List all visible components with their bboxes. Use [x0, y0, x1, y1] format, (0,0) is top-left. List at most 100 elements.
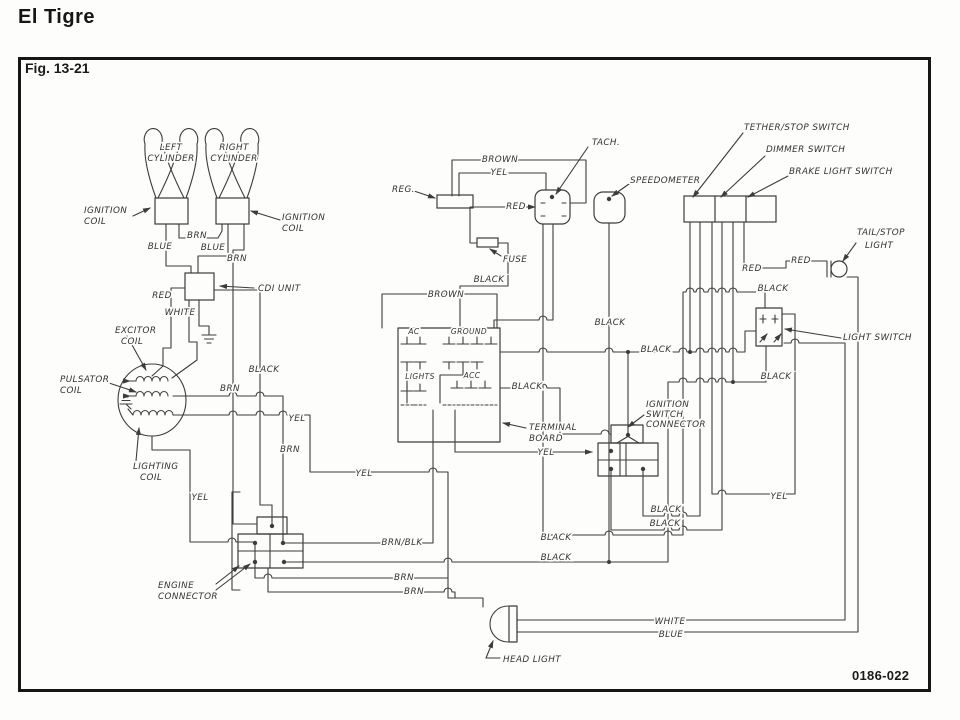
- ground-icon: [119, 396, 133, 405]
- diagram-label: CONNECTOR: [158, 592, 218, 602]
- head-light: [489, 605, 518, 643]
- diagram-label: BRN/BLK: [381, 538, 423, 548]
- diagram-label: YEL: [191, 493, 208, 503]
- figure-code: 0186-022: [852, 668, 910, 683]
- diagram-label: DIMMER SWITCH: [766, 145, 845, 155]
- diagram-label: WHITE: [655, 617, 686, 627]
- diagram-label: YEL: [490, 168, 507, 178]
- diagram-label: COIL: [121, 337, 143, 347]
- diagram-label: BLACK: [595, 318, 627, 328]
- diagram-label: CONNECTOR: [646, 420, 706, 430]
- leader-lines: [108, 132, 857, 659]
- diagram-label: BLACK: [651, 505, 683, 515]
- wires: [151, 159, 859, 633]
- diagram-label: COIL: [60, 386, 82, 396]
- figure-label: Fig. 13-21: [25, 60, 90, 76]
- diagram-label: YEL: [288, 414, 305, 424]
- diagram-label: CYLINDER: [210, 154, 257, 164]
- diagram-label: IGNITION: [84, 206, 127, 216]
- diagram-label: BLUE: [201, 243, 226, 253]
- diagram-label: BROWN: [428, 290, 464, 300]
- diagram-label: BRN: [227, 254, 247, 264]
- diagram-label: SWITCH: [646, 410, 683, 420]
- diagram-label: EXCITOR: [115, 326, 156, 336]
- diagram-label: CDI UNIT: [258, 284, 301, 294]
- diagram-label: SPEEDOMETER: [630, 176, 700, 186]
- diagram-frame: [18, 57, 931, 692]
- diagram-label: BLACK: [650, 519, 682, 529]
- diagram-label: BRN: [280, 445, 300, 455]
- junction-dots: [252, 350, 735, 565]
- tachometer: [534, 189, 571, 225]
- diagram-label: ENGINE: [158, 581, 194, 591]
- diagram-label: ACC: [463, 371, 481, 380]
- diagram-label: BLACK: [474, 275, 506, 285]
- switch-bank: [683, 195, 777, 223]
- left-cylinder: [143, 128, 199, 199]
- diagram-label: FUSE: [503, 255, 527, 265]
- diagram-label: LIGHTING: [133, 462, 179, 472]
- diagram-label: BLACK: [541, 533, 573, 543]
- diagram-label: TETHER/STOP SWITCH: [744, 123, 850, 133]
- ignition-coil-left: [154, 197, 189, 225]
- diagram-label: BRN: [187, 231, 207, 241]
- diagram-label: TACH.: [592, 138, 620, 148]
- diagram-label: LIGHT SWITCH: [843, 333, 912, 343]
- diagram-label: BLACK: [541, 553, 573, 563]
- cdi-unit: [184, 272, 215, 301]
- pulsator-coil: [123, 390, 169, 399]
- diagram-label: YEL: [355, 469, 372, 479]
- ignition-coil-right: [215, 197, 250, 225]
- ground-icon: [201, 334, 217, 344]
- diagram-label: RIGHT: [219, 143, 249, 153]
- diagram-label: IGNITION: [282, 213, 325, 223]
- diagram-label: RED: [742, 264, 762, 274]
- diagram-label: GROUND: [451, 327, 487, 336]
- diagram-label: LIGHT: [865, 241, 894, 251]
- diagram-label: YEL: [537, 448, 554, 458]
- diagram-label: COIL: [140, 473, 162, 483]
- diagram-label: HEAD LIGHT: [503, 655, 561, 665]
- diagram-label: PULSATOR: [60, 375, 109, 385]
- diagram-label: BRN: [220, 384, 240, 394]
- diagram-label: RED: [152, 291, 172, 301]
- diagram-label: LIGHTS: [405, 372, 435, 381]
- diagram-label: BLUE: [659, 630, 684, 640]
- diagram-label: CYLINDER: [147, 154, 194, 164]
- diagram-label: REG.: [392, 185, 415, 195]
- diagram-label: RED: [506, 202, 526, 212]
- diagram-label: BLUE: [148, 242, 173, 252]
- diagram-label: BROWN: [482, 155, 518, 165]
- lighting-coil: [119, 396, 174, 416]
- diagram-label: TERMINAL: [529, 423, 577, 433]
- light-switch: [755, 307, 783, 347]
- diagram-label: RED: [791, 256, 811, 266]
- right-cylinder: [204, 128, 260, 199]
- tail-stop-light: [826, 260, 848, 278]
- fuse: [476, 237, 499, 248]
- diagram-label: BOARD: [529, 434, 563, 444]
- diagram-label: WHITE: [165, 308, 196, 318]
- diagram-label: BLACK: [249, 365, 281, 375]
- diagram-label: COIL: [282, 224, 304, 234]
- diagram-label: BRN: [404, 587, 424, 597]
- diagram-label: COIL: [84, 217, 106, 227]
- diagram-label: AC: [407, 327, 420, 336]
- diagram-label: BLACK: [512, 382, 544, 392]
- diagram-label: BRN: [394, 573, 414, 583]
- diagram-label: BRAKE LIGHT SWITCH: [789, 167, 893, 177]
- excitor-coil: [123, 375, 169, 384]
- diagram-label: BLACK: [641, 345, 673, 355]
- diagram-label: YEL: [770, 492, 787, 502]
- diagram-label: LEFT: [160, 143, 183, 153]
- speedometer: [593, 191, 626, 224]
- diagram-label: TAIL/STOP: [857, 228, 905, 238]
- diagram-label: IGNITION: [646, 400, 689, 410]
- diagram-label: BLACK: [761, 372, 793, 382]
- page-title: El Tigre: [18, 6, 95, 28]
- regulator: [436, 194, 474, 209]
- diagram-label: BLACK: [758, 284, 790, 294]
